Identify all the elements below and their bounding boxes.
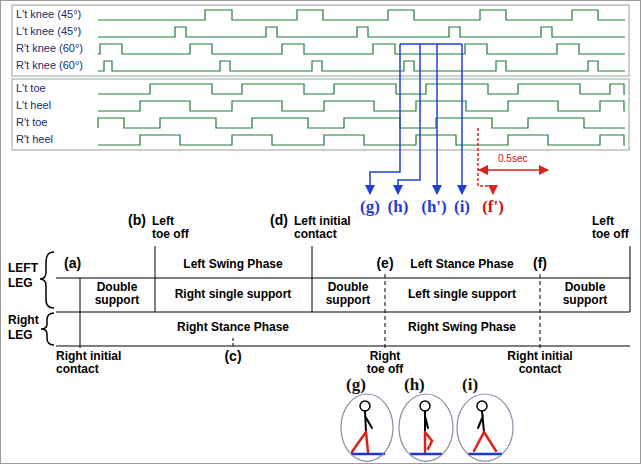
- event-letter: (e): [376, 255, 393, 271]
- knee-signal-panel: [12, 5, 629, 76]
- ground-line: [469, 453, 501, 456]
- event-letter: (f): [533, 255, 547, 271]
- support-cell: Double support: [315, 281, 381, 307]
- phase-cell: Left Swing Phase: [183, 258, 282, 272]
- figure-body: [365, 411, 372, 432]
- event-name: Left initial contact: [294, 215, 356, 241]
- signal-name: R't knee (60°): [16, 59, 83, 72]
- event-name: Right initial contact: [56, 350, 134, 376]
- figure-legs: [352, 432, 368, 452]
- event-letter: (c): [224, 348, 241, 364]
- oval-outline: [341, 394, 393, 461]
- signal-name: R't knee (60°): [16, 42, 83, 55]
- signal-name: R't toe: [16, 116, 47, 129]
- time-scale-arrow: [479, 169, 548, 171]
- time-scale: 0.5sec: [498, 153, 527, 165]
- event-marker: [233, 338, 234, 347]
- signal-name: L't heel: [16, 99, 51, 112]
- figure-legs: [474, 432, 496, 451]
- support-cell: Double support: [84, 281, 150, 307]
- figure-letter: (h): [398, 376, 425, 395]
- support-cell: Double support: [550, 281, 620, 307]
- event-leader: [436, 44, 438, 194]
- event-label: (h'): [421, 197, 447, 217]
- leg-brace: [41, 313, 54, 345]
- figure-head: [477, 401, 487, 411]
- phase-cell: Left Stance Phase: [410, 258, 513, 272]
- figure-body: [425, 411, 428, 432]
- support-cell: Right single support: [175, 288, 292, 302]
- figure-body: [478, 411, 484, 432]
- support-cell: Left single support: [408, 288, 516, 302]
- oval-outline: [399, 394, 453, 461]
- event-letter: (b): [128, 212, 146, 228]
- figure-oval: (g): [340, 376, 394, 462]
- figure-letter: (g): [340, 376, 366, 395]
- signal-name: R't heel: [16, 133, 53, 146]
- signal-name: L't toe: [16, 82, 46, 95]
- event-letter: (d): [270, 212, 288, 228]
- event-leader: [478, 128, 493, 194]
- phase-cell: Right Swing Phase: [408, 321, 516, 335]
- event-label: (i): [454, 197, 470, 217]
- oval-outline: [456, 393, 514, 462]
- event-name: Left toe off: [592, 215, 632, 241]
- event-name: Left toe off: [152, 215, 192, 241]
- figure-oval: (i): [456, 376, 514, 462]
- table-rule: [56, 278, 630, 279]
- signal-name: L't knee (45°): [16, 8, 81, 21]
- signal-trace: [98, 27, 625, 37]
- table-rule: [155, 246, 156, 312]
- leg-name: LEFT: [8, 262, 38, 276]
- event-label: (g): [360, 197, 380, 217]
- figure-head: [420, 401, 430, 411]
- event-marker: [385, 274, 386, 348]
- table-rule: [312, 246, 313, 312]
- signal-trace: [98, 84, 625, 94]
- signal-trace: [98, 61, 625, 71]
- event-label: (h): [388, 197, 409, 217]
- event-marker: [540, 274, 541, 348]
- figure-oval: (h): [398, 376, 454, 462]
- oval-outline: [457, 394, 513, 461]
- event-bracket: [400, 43, 462, 45]
- event-leader: [370, 44, 400, 194]
- signal-name: L't knee (45°): [16, 25, 81, 38]
- signal-trace: [98, 44, 625, 54]
- event-leader: [398, 44, 420, 194]
- foot-signal-panel: [12, 79, 629, 150]
- event-name: Right toe off: [365, 350, 405, 376]
- table-rule: [630, 246, 631, 312]
- leg-name: LEG: [8, 277, 33, 291]
- figure-head: [360, 401, 370, 411]
- event-letter: (a): [64, 255, 81, 271]
- leg-name: LEG: [8, 329, 33, 343]
- leg-brace: [40, 252, 54, 308]
- event-leader: [461, 44, 463, 194]
- ground-line: [411, 453, 441, 456]
- oval-outline: [398, 393, 454, 462]
- signal-trace: [98, 10, 625, 20]
- table-rule: [80, 278, 81, 348]
- signal-trace: [98, 101, 625, 111]
- event-name: Right initial contact: [501, 350, 579, 376]
- ground-line: [352, 453, 384, 456]
- phase-cell: Right Stance Phase: [177, 321, 289, 335]
- signal-trace: [98, 118, 625, 128]
- signal-trace: [98, 135, 625, 145]
- figure-letter: (i): [456, 376, 478, 395]
- table-rule: [56, 312, 630, 313]
- signal-traces: [98, 10, 625, 145]
- event-label: (f'): [482, 197, 504, 217]
- oval-outline: [340, 393, 394, 462]
- leg-name: Right: [8, 314, 39, 328]
- figure-legs: [425, 432, 432, 452]
- table-rule: [56, 346, 630, 347]
